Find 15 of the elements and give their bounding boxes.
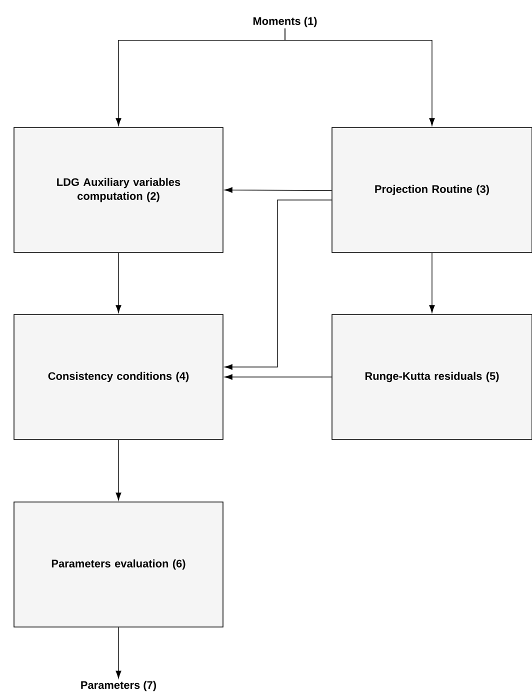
arrow [429, 252, 435, 313]
arrow [224, 187, 332, 193]
arrow [116, 440, 122, 500]
arrow [224, 374, 332, 380]
arrow [116, 252, 122, 313]
process-box: Projection Routine (3) [332, 127, 532, 253]
node-label: Parameters (7) [81, 680, 156, 692]
node-label: Moments (1) [253, 16, 317, 28]
process-box: Consistency conditions (4) [14, 314, 224, 440]
process-box: Runge-Kutta residuals (5) [332, 314, 532, 440]
arrow [284, 28, 435, 126]
process-box: Parameters evaluation (6) [14, 502, 224, 628]
arrow [224, 200, 332, 370]
arrow [116, 627, 122, 678]
process-box: LDG Auxiliary variables computation (2) [14, 127, 224, 253]
